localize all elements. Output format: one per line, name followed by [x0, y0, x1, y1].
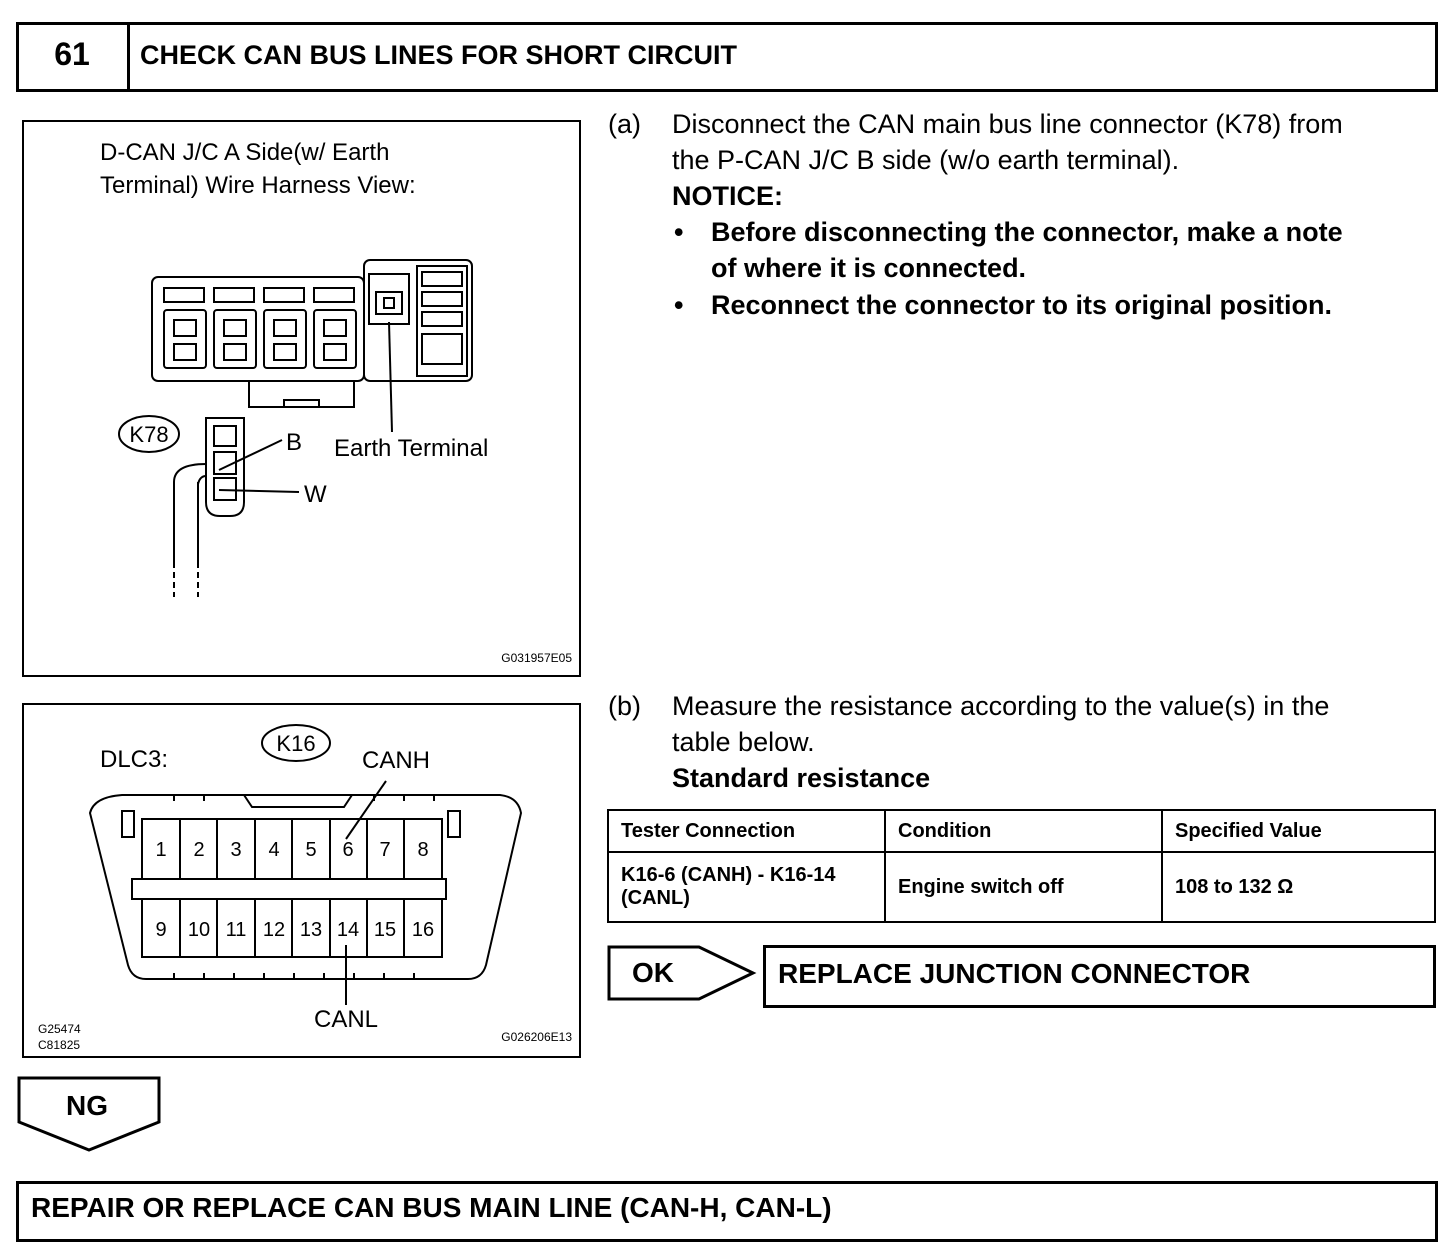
table-row: K16-6 (CANH) - K16-14 (CANL) Engine swit…	[607, 851, 1436, 923]
dlc3-pin-1: 1	[155, 839, 166, 861]
ok-label: OK	[632, 957, 674, 988]
instruction-b-line2: table below.	[672, 727, 815, 757]
figure-dlc3: DLC3: K16 CANH CANL	[22, 703, 581, 1058]
table-cell-connection: K16-6 (CANH) - K16-14 (CANL)	[607, 851, 886, 923]
dlc3-pin-15: 15	[374, 919, 396, 941]
ng-label: NG	[66, 1090, 108, 1121]
table-header-row: Tester Connection Condition Specified Va…	[607, 809, 1436, 853]
figure-wire-harness: D-CAN J/C A Side(w/ Earth Terminal) Wire…	[22, 120, 581, 677]
step-header	[16, 22, 1438, 92]
wire-w-label: W	[304, 481, 327, 508]
ng-action: REPAIR OR REPLACE CAN BUS MAIN LINE (CAN…	[31, 1192, 832, 1223]
dlc3-pin-10: 10	[188, 919, 210, 941]
standard-resistance-label: Standard resistance	[672, 763, 931, 793]
dlc3-pins-bottom: 9 10 11 12 13 14 15 16	[155, 919, 434, 941]
wire-b-label: B	[286, 429, 302, 456]
dlc3-pin-2: 2	[193, 839, 204, 861]
ok-action-box	[763, 945, 1436, 1008]
dlc3-pin-5: 5	[305, 839, 316, 861]
k16-label: K16	[276, 731, 315, 756]
bullet-1-line1: Before disconnecting the connector, make…	[711, 217, 1343, 247]
dlc3-pin-11: 11	[226, 919, 247, 941]
table-cell-value: 108 to 132 Ω	[1161, 851, 1436, 923]
bullet-2-line1: Reconnect the connector to its original …	[711, 290, 1333, 320]
table-header-connection: Tester Connection	[607, 809, 886, 853]
k16-ellipse	[261, 724, 331, 762]
dlc3-pin-7: 7	[379, 839, 390, 861]
ok-action: REPLACE JUNCTION CONNECTOR	[778, 958, 1251, 989]
canh-label: CANH	[362, 747, 430, 774]
bullet-1-line2: of where it is connected.	[711, 253, 1027, 283]
code-left-2: C81825	[38, 1038, 80, 1052]
k78-ellipse	[118, 415, 180, 453]
dlc3-outline	[88, 780, 523, 1005]
instruction-a-line1: Disconnect the CAN main bus line connect…	[672, 109, 1343, 139]
table-header-condition: Condition	[884, 809, 1163, 853]
dlc3-diagram: DLC3: K16 CANH CANL	[38, 724, 572, 1052]
step-header-divider	[127, 22, 130, 92]
dlc3-title: DLC3:	[100, 746, 168, 773]
step-number: 61	[54, 36, 90, 72]
dlc3-pin-14: 14	[337, 919, 359, 941]
wire-harness-diagram: D-CAN J/C A Side(w/ Earth Terminal) Wire…	[100, 139, 572, 665]
dlc3-pin-13: 13	[300, 919, 322, 941]
bullet-2-symbol: •	[674, 290, 684, 320]
junction-connector-drawing	[151, 259, 473, 433]
figure1-title-line2: Terminal) Wire Harness View:	[100, 172, 416, 199]
ng-arrow	[17, 1076, 161, 1152]
connection-line1: K16-6 (CANH) - K16-14	[621, 864, 836, 886]
dlc3-pin-6: 6	[342, 839, 353, 861]
instruction-a-marker: (a)	[608, 109, 641, 139]
resistance-table: Tester Connection Condition Specified Va…	[607, 809, 1436, 923]
figure1-code: G031957E05	[501, 651, 572, 665]
dlc3-pin-12: 12	[263, 919, 285, 941]
dlc3-pin-16: 16	[412, 919, 434, 941]
instruction-b-marker: (b)	[608, 691, 641, 721]
ng-action-box	[16, 1181, 1438, 1242]
instruction-b-line1: Measure the resistance according to the …	[672, 691, 1330, 721]
ok-arrow	[607, 945, 757, 1001]
code-left-1: G25474	[38, 1022, 81, 1036]
figure2-code: G026206E13	[501, 1030, 572, 1044]
table-cell-condition: Engine switch off	[884, 851, 1163, 923]
earth-terminal-label: Earth Terminal	[334, 435, 488, 462]
k78-label: K78	[129, 422, 168, 447]
dlc3-pin-4: 4	[268, 839, 279, 861]
instruction-a-line2: the P-CAN J/C B side (w/o earth terminal…	[672, 145, 1180, 175]
dlc3-pins-top: 1 2 3 4 5 6 7 8	[155, 839, 428, 861]
notice-label: NOTICE:	[672, 181, 783, 211]
k78-connector-drawing	[173, 417, 300, 597]
connection-line2: (CANL)	[621, 887, 690, 909]
step-title: CHECK CAN BUS LINES FOR SHORT CIRCUIT	[140, 40, 738, 70]
dlc3-pin-3: 3	[230, 839, 241, 861]
bullet-1-symbol: •	[674, 217, 684, 247]
table-header-value: Specified Value	[1161, 809, 1436, 853]
canl-label: CANL	[314, 1006, 378, 1033]
dlc3-pin-9: 9	[155, 919, 166, 941]
dlc3-pin-8: 8	[417, 839, 428, 861]
figure1-title-line1: D-CAN J/C A Side(w/ Earth	[100, 139, 389, 166]
